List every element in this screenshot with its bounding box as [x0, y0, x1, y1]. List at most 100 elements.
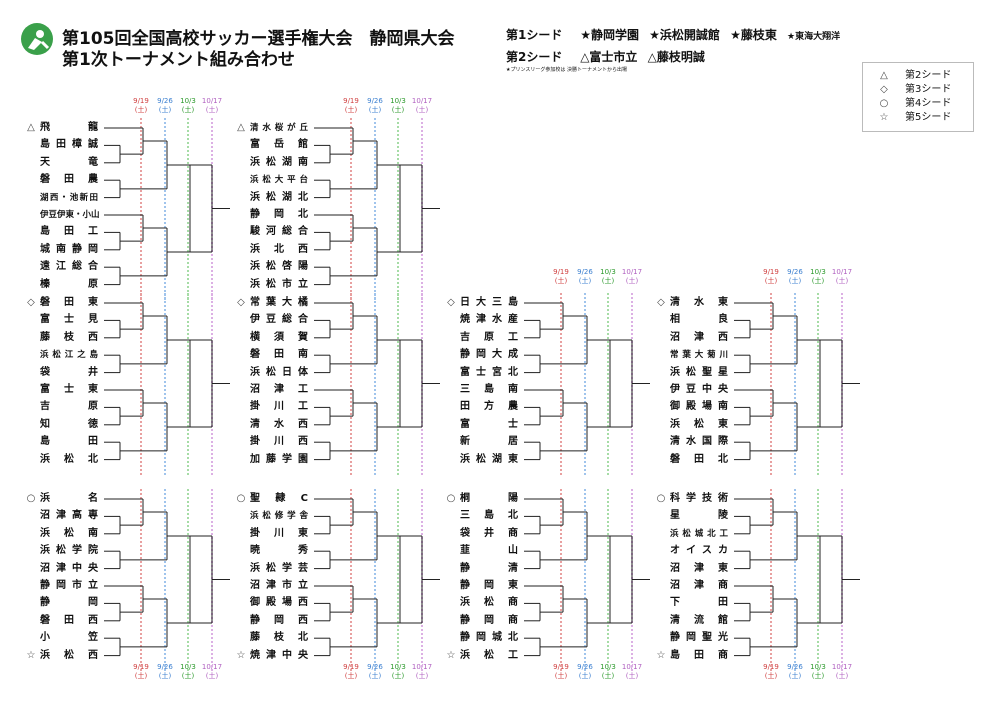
- legend-label: 第4シード: [905, 98, 952, 109]
- team-entry: 相良: [652, 314, 732, 326]
- team-entry: 田方農: [442, 401, 522, 413]
- round-day: (土): [344, 672, 358, 680]
- page-subtitle: 第1次トーナメント組み合わせ: [62, 50, 295, 70]
- team-entry: オイスカ: [652, 545, 732, 557]
- team-name: 浜松大平台: [250, 175, 308, 186]
- team-name: 浜北西: [250, 243, 308, 255]
- round-date: 10/17: [621, 268, 643, 276]
- first-seed-team: ★静岡学園: [580, 28, 639, 42]
- team-name: 田方農: [460, 401, 518, 413]
- team-name: 浜松商: [460, 597, 518, 609]
- round-day: (土): [158, 672, 172, 680]
- team-name: 富士: [460, 418, 518, 430]
- team-name: 静岡: [40, 597, 98, 609]
- team-name: 袋井: [40, 366, 98, 378]
- team-entry: 沼津工: [232, 384, 312, 396]
- team-entry: 御殿場南: [652, 401, 732, 413]
- team-entry: 常葉大菊川: [652, 349, 732, 361]
- team-entry: 伊豆中央: [652, 384, 732, 396]
- team-name: 浜松湖東: [460, 453, 518, 465]
- team-name: 浜名: [40, 493, 98, 504]
- team-name: 相良: [670, 314, 728, 326]
- team-name: 磐田東: [40, 297, 98, 308]
- team-entry: 小笠: [22, 632, 102, 644]
- round-day: (土): [601, 277, 615, 285]
- round-date: 10/3: [600, 268, 616, 276]
- team-name: 御殿場西: [250, 597, 308, 609]
- team-name: オイスカ: [670, 545, 728, 557]
- federation-logo: [20, 22, 54, 56]
- seed-mark-icon: ☆: [236, 649, 246, 661]
- team-entry: 吉原工: [442, 332, 522, 344]
- team-name: 磐田西: [40, 614, 98, 626]
- team-entry: 駿河総合: [232, 226, 312, 238]
- round-date: 10/17: [201, 97, 223, 105]
- team-name: 島田工: [40, 226, 98, 238]
- team-entry: 浜松学院: [22, 545, 102, 557]
- team-entry: 浜松湖南: [232, 157, 312, 169]
- seed-mark-icon: ○: [236, 493, 246, 504]
- team-entry: 島田樟誠: [22, 139, 102, 151]
- round-date: 9/26: [367, 97, 383, 105]
- team-name: 浜松工: [460, 649, 518, 661]
- team-name: 小笠: [40, 632, 98, 644]
- seed-mark-icon: ☆: [446, 649, 456, 661]
- team-name: 掛川西: [250, 436, 308, 448]
- top-round-date: 9/19(土): [129, 97, 153, 115]
- team-name: 浜松啓陽: [250, 261, 308, 273]
- top-round-date: 9/19(土): [339, 97, 363, 115]
- team-name: 静岡北: [250, 209, 308, 220]
- top-round-date: 9/26(土): [153, 97, 177, 115]
- team-name: 浜松北: [40, 453, 98, 465]
- bracket-lines: [104, 118, 230, 300]
- team-entry: 静岡北: [232, 209, 312, 221]
- legend-row: ☆第5シード: [863, 111, 973, 125]
- first-seed-team: ★東海大翔洋: [787, 32, 841, 42]
- team-entry: 静岡城北: [442, 632, 522, 644]
- round-day: (土): [158, 106, 172, 114]
- team-name: 榛原: [40, 278, 98, 290]
- team-name: 日大三島: [460, 297, 518, 308]
- round-day: (土): [134, 106, 148, 114]
- team-name: 富岳館: [250, 139, 308, 151]
- round-date: 10/17: [411, 97, 433, 105]
- top-round-date: 10/17(土): [620, 268, 644, 286]
- team-entry: 浜北西: [232, 244, 312, 256]
- team-name: 磐田北: [670, 453, 728, 465]
- team-name: 飛龍: [40, 122, 98, 133]
- team-entry: 城南静岡: [22, 244, 102, 256]
- team-name: 富士宮北: [460, 366, 518, 378]
- team-entry: ◇常葉大橘: [232, 297, 312, 309]
- seed-mark-icon: ☆: [656, 649, 666, 661]
- team-name: 浜松湖北: [250, 191, 308, 203]
- team-name: 駿河総合: [250, 226, 308, 238]
- team-entry: 伊豆総合: [232, 314, 312, 326]
- team-entry: 天竜: [22, 157, 102, 169]
- team-entry: ○浜名: [22, 493, 102, 505]
- team-name: 静岡西: [250, 614, 308, 626]
- legend-row: ◇第3シード: [863, 83, 973, 97]
- team-name: 浜松修学舎: [250, 511, 308, 522]
- round-date: 9/19: [133, 97, 149, 105]
- first-seed-row: 第1シード ★静岡学園 ★浜松開誠館 ★藤枝東 ★東海大翔洋: [506, 25, 846, 47]
- bracket-lines: [314, 118, 440, 300]
- team-entry: 富士東: [22, 384, 102, 396]
- round-day: (土): [625, 277, 639, 285]
- seed-mark-icon: ☆: [879, 112, 889, 123]
- team-entry: ☆浜松西: [22, 650, 102, 662]
- second-seed-label: 第2シード: [506, 50, 563, 64]
- top-round-date: 10/17(土): [830, 268, 854, 286]
- seed-list: 第1シード ★静岡学園 ★浜松開誠館 ★藤枝東 ★東海大翔洋 第2シード △富士…: [506, 25, 846, 67]
- bracket-lines: [524, 489, 650, 671]
- team-name: 常葉大菊川: [670, 350, 728, 361]
- team-name: 沼津商: [670, 580, 728, 591]
- round-day: (土): [391, 672, 405, 680]
- team-entry: 御殿場西: [232, 597, 312, 609]
- team-entry: △飛龍: [22, 122, 102, 134]
- round-date: 9/26: [577, 268, 593, 276]
- round-date: 10/3: [390, 97, 406, 105]
- first-seed-label: 第1シード: [506, 28, 563, 42]
- team-entry: ☆ 浜松工: [442, 650, 522, 662]
- team-entry: 下田: [652, 597, 732, 609]
- second-seed-row: 第2シード △富士市立 △藤枝明誠: [506, 47, 846, 67]
